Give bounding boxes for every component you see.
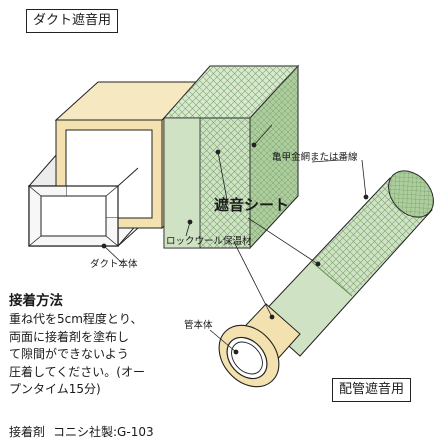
pipe-body-label: 管本体: [184, 320, 213, 331]
duct-sound-sheet: [162, 64, 300, 250]
adhesion-method-line: 重ね代を5cm程度とり、: [9, 312, 143, 326]
adhesion-method-line: プンタイム15分): [9, 382, 101, 396]
adhesion-method-line: 圧着してください。(オー: [9, 364, 145, 379]
pipe-body: [226, 336, 268, 380]
leader-sound-sheet: [217, 151, 229, 206]
wire-mesh-label: 亀甲金網または番線: [272, 152, 358, 163]
adhesive-spec: 接着剤コニシ社製:G-103: [9, 424, 154, 440]
duct-title-label: ダクト遮音用: [26, 9, 119, 33]
adhesive-value: コニシ社製:G-103: [53, 425, 154, 439]
leader-wire-mesh: [253, 124, 273, 146]
adhesive-label: 接着剤: [9, 425, 46, 439]
rock-wool-label: ロックウール保温材: [166, 236, 252, 247]
adhesion-method: 接着方法 重ね代を5cm程度とり、 両面に接着剤を塗布し て隙間ができないよう …: [9, 292, 224, 399]
duct-body-label: ダクト本体: [90, 259, 138, 270]
adhesion-method-line: 両面に接着剤を塗布し: [9, 329, 130, 344]
pipe: [218, 170, 434, 388]
leader-duct-body: [103, 245, 123, 264]
pipe-title-label: 配管遮音用: [332, 378, 412, 402]
adhesion-method-title: 接着方法: [9, 293, 63, 309]
leader-pipe-body: [209, 329, 237, 353]
sound-sheet-label: 遮音シート: [214, 196, 290, 214]
leader-lines: [101, 124, 369, 355]
duct: [27, 64, 300, 250]
adhesion-method-line: て隙間ができないよう: [9, 347, 129, 361]
pipe-sound-sheet: [257, 170, 434, 357]
leader-rock-wool: [185, 221, 191, 237]
